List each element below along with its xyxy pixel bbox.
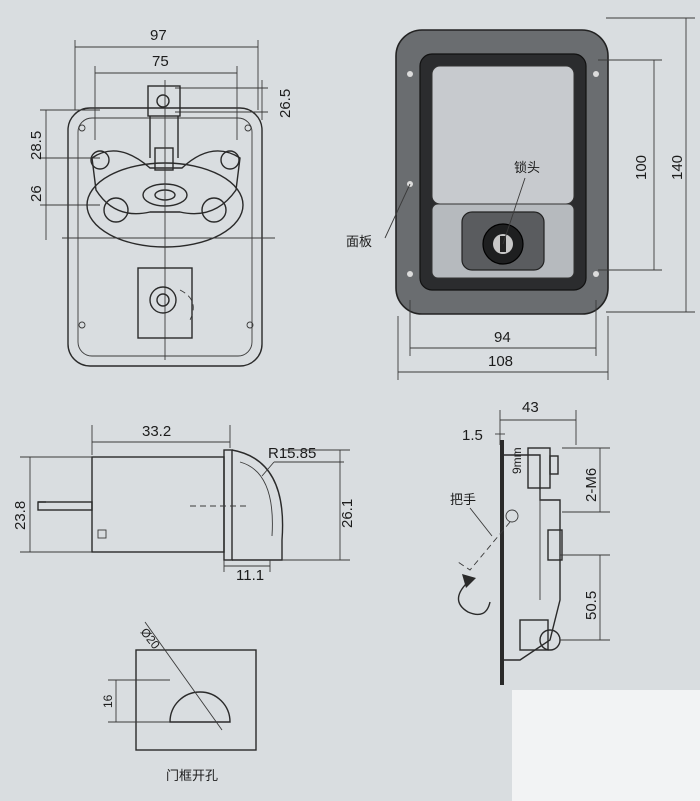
dim-94-label: 94 — [494, 329, 511, 346]
lower-lock-body — [137, 267, 193, 339]
door-frame-cutout: Ø20 16 门框开孔 — [101, 621, 257, 784]
panel-handle — [431, 65, 575, 205]
side-radius-curve — [231, 449, 284, 561]
dim-23-8-label: 23.8 — [12, 501, 29, 530]
rotation-arrow — [457, 579, 491, 616]
dim-43-label: 43 — [522, 399, 539, 416]
dim-1-5-label: 1.5 — [462, 427, 483, 444]
top-hole-block — [147, 85, 181, 117]
cutout-caption: 门框开孔 — [166, 769, 218, 784]
dim-26-label: 26 — [28, 185, 45, 202]
dim-28-5-label: 28.5 — [28, 131, 45, 160]
dim-97-label: 97 — [150, 27, 167, 44]
dim-140-label: 140 — [669, 155, 686, 180]
dim-26-5-label: 26.5 — [277, 89, 294, 118]
section-plate — [500, 440, 504, 685]
handle-label: 把手 — [450, 493, 476, 508]
side-view: 33.2 R15.85 23.8 26.1 11.1 — [12, 423, 356, 584]
cam-body — [91, 150, 241, 215]
panel-view: 锁头 面板 100 140 94 108 — [346, 17, 695, 380]
cutout-frame — [135, 649, 257, 751]
dim-100-label: 100 — [633, 155, 650, 180]
blank-paper-area — [512, 690, 700, 801]
dim-33-2-label: 33.2 — [142, 423, 171, 440]
dim-2-m6-label: 2-M6 — [583, 468, 600, 502]
dim-75-label: 75 — [152, 53, 169, 70]
dim-50-5-label: 50.5 — [583, 591, 600, 620]
lock-head-label: 锁头 — [514, 160, 540, 176]
side-body — [91, 456, 225, 553]
dim-9mm-label: 9mm — [510, 447, 524, 474]
dim-r15-85-label: R15.85 — [268, 445, 316, 462]
front-view: 97 75 26.5 28.5 26 — [28, 27, 294, 367]
dim-108-label: 108 — [488, 353, 513, 370]
section-view: 43 1.5 9mm 把手 2-M6 50.5 — [450, 399, 610, 685]
panel-label: 面板 — [346, 235, 372, 250]
dim-diameter-label: Ø20 — [138, 625, 163, 652]
dim-26-1-label: 26.1 — [339, 499, 356, 528]
cutout-hole — [169, 691, 231, 723]
dim-11-1-label: 11.1 — [236, 567, 264, 584]
dim-16-label: 16 — [101, 694, 115, 708]
